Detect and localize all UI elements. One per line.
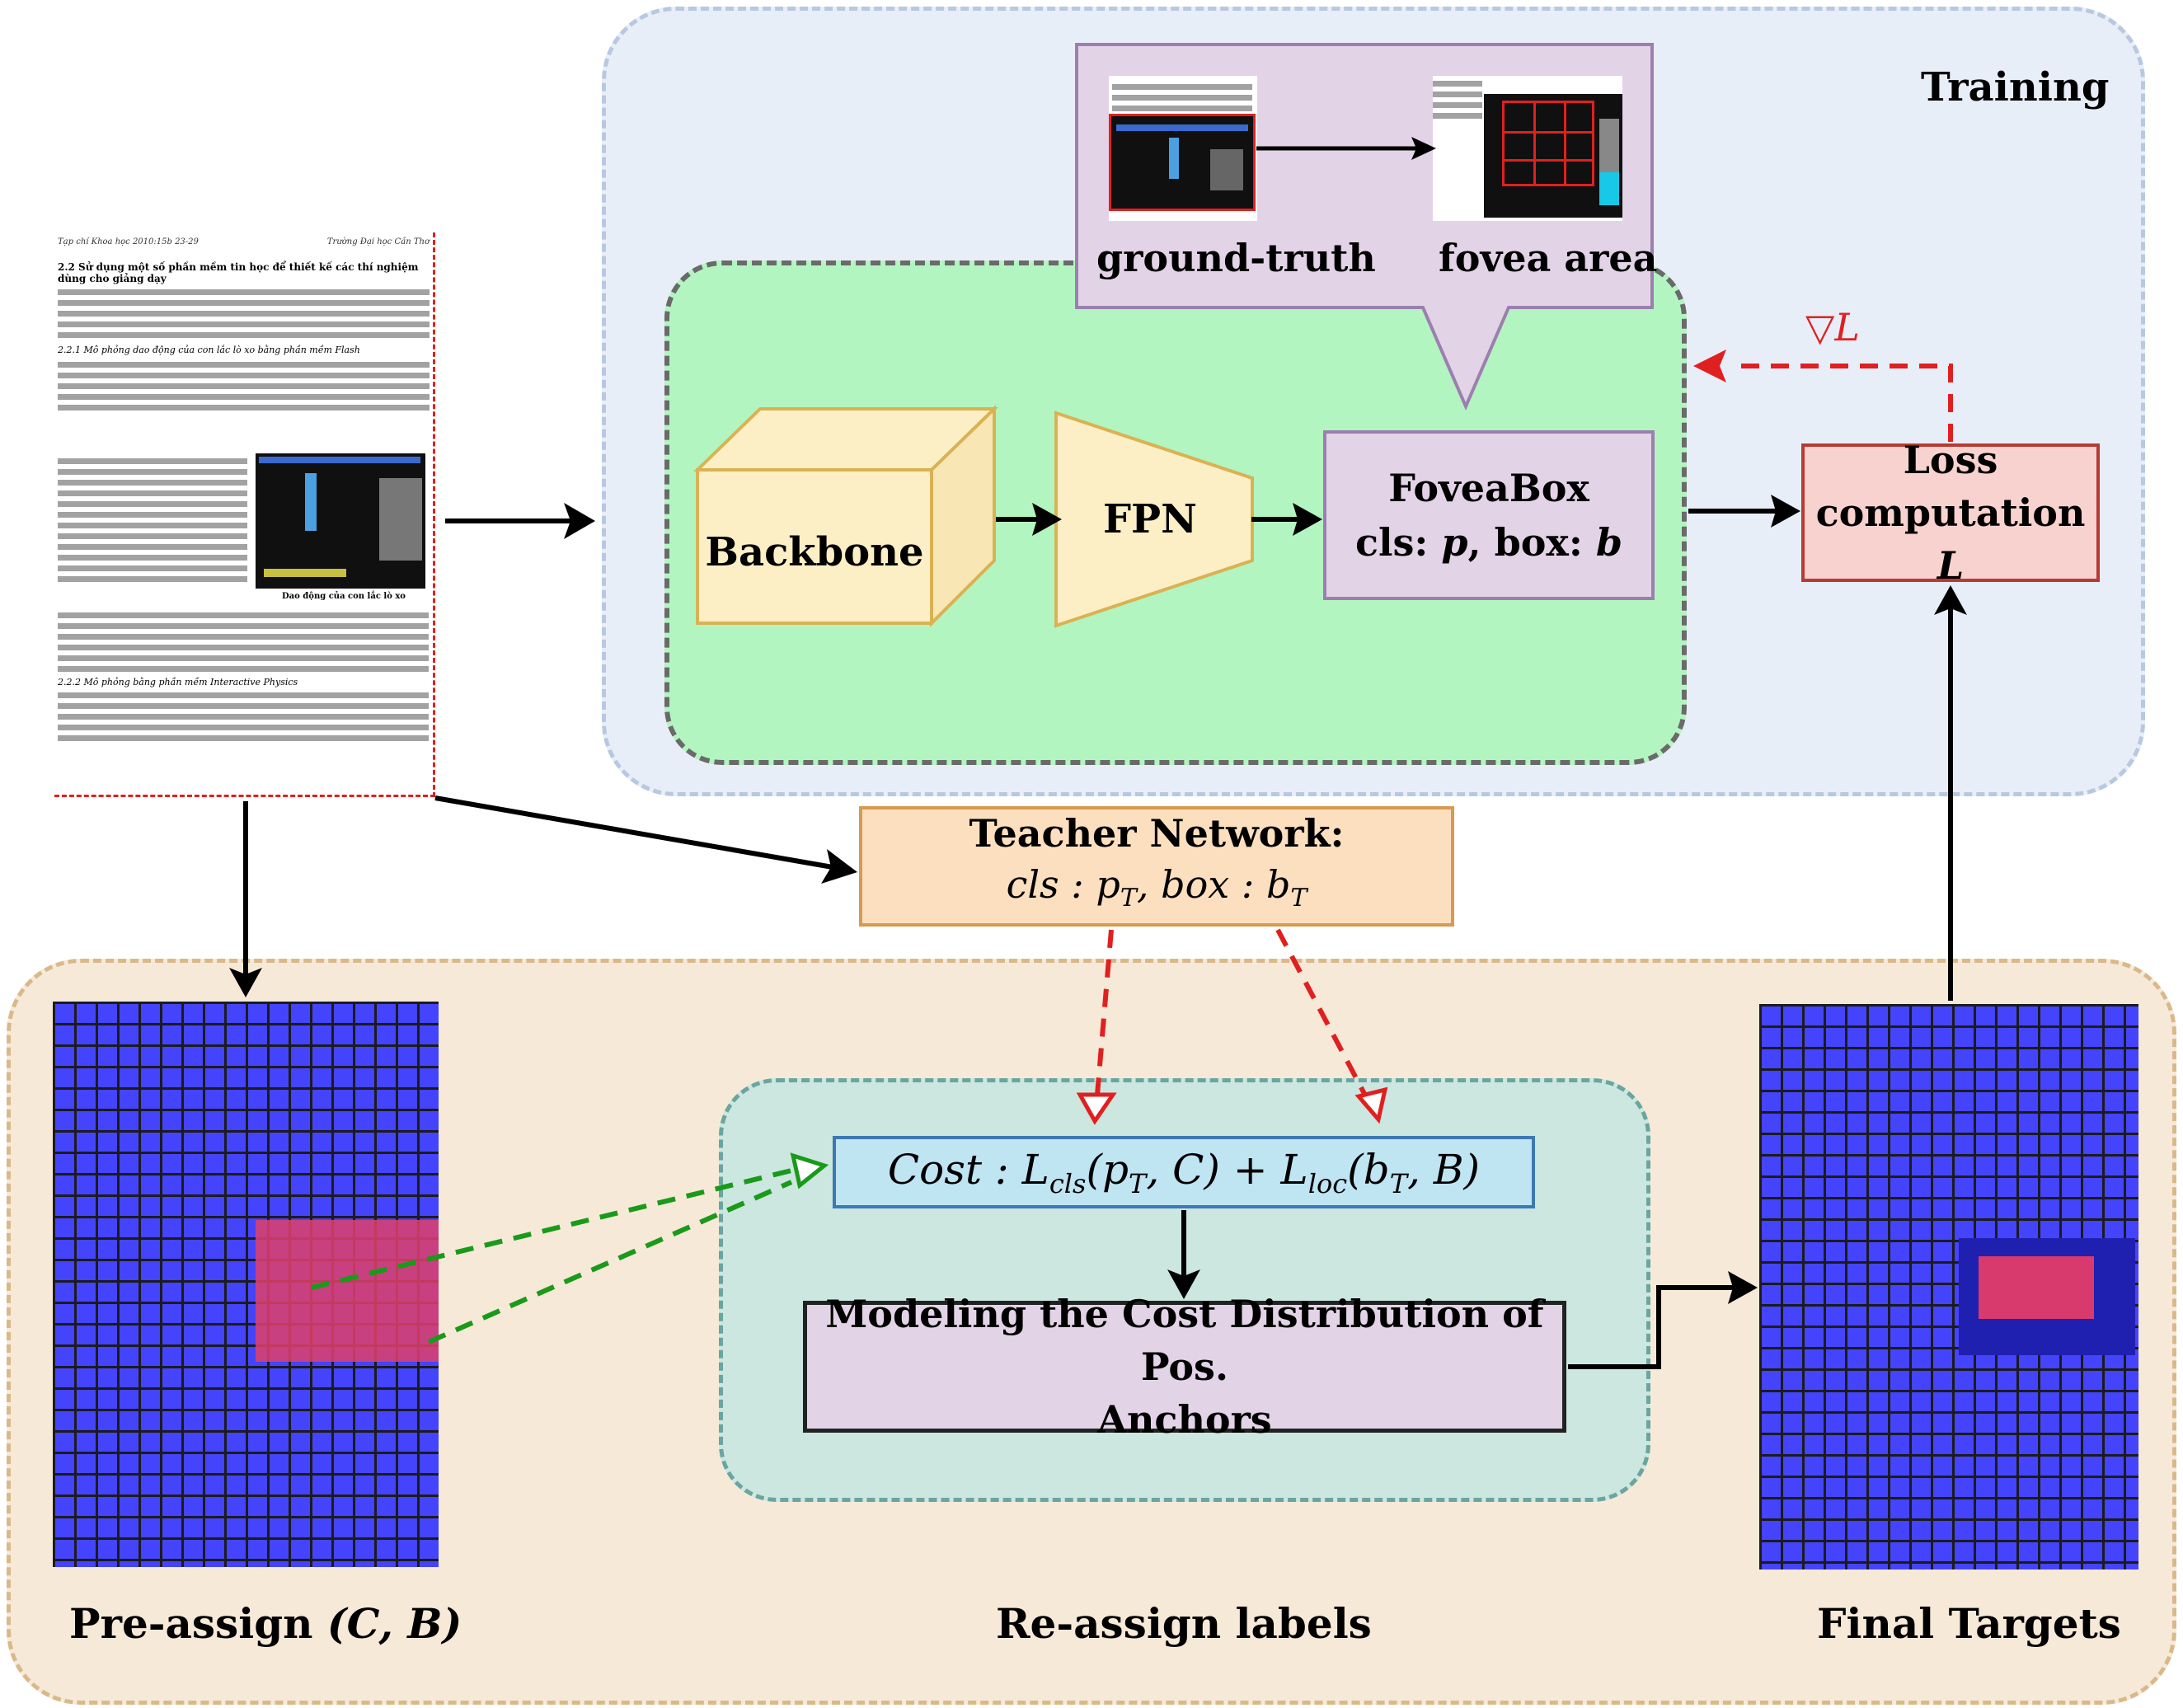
teacher-network-node: Teacher Network: cls : pT, box : bT	[859, 806, 1454, 927]
modeling-line1: Modeling the Cost Distribution of Pos.	[825, 1292, 1544, 1389]
arrow-gradient-feedback	[1730, 364, 1953, 442]
final-targets-anchor-grid	[1759, 1004, 2138, 1570]
backbone-cube	[693, 405, 998, 627]
preassign-anchor-grid	[53, 1002, 439, 1567]
preassign-positive-region	[256, 1220, 439, 1362]
modeling-node: Modeling the Cost Distribution of Pos. A…	[803, 1292, 1566, 1442]
arrow-teacher-to-cost-right	[1275, 928, 1373, 1106]
arrow-teacher-to-cost-left	[1094, 929, 1114, 1105]
arrow-preassign-to-cost-2	[427, 1180, 793, 1344]
gradient-label: ▽L	[1805, 305, 1860, 350]
modeling-line2: Anchors	[1097, 1397, 1272, 1442]
foveabox-p: p	[1441, 520, 1468, 565]
input-document: Tạp chí Khoa học 2010:15b 23-29 Trường Đ…	[54, 232, 435, 797]
doc-header-right: Trường Đại học Cần Thơ	[326, 237, 430, 246]
loss-computation-node: Loss computation L	[1801, 438, 2100, 588]
fovea-area-label: fovea area	[1439, 236, 1658, 280]
cost-formula-node: Cost : Lcls(pT, C) + Lloc(bT, B)	[833, 1136, 1535, 1208]
doc-subsection-2: 2.2.2 Mô phỏng bằng phần mềm Interactive…	[58, 677, 298, 687]
ground-truth-to-fovea-arrow	[1256, 137, 1436, 160]
foveabox-node: FoveaBox cls: p, box: b	[1323, 430, 1655, 600]
loss-L: L	[1937, 543, 1965, 588]
foveabox-outputs: cls: p, box: b	[1355, 515, 1622, 570]
training-label: Training	[1921, 64, 2110, 110]
fpn-label: FPN	[1102, 496, 1198, 542]
fovea-area-thumbnail	[1433, 76, 1622, 221]
foveabox-b: b	[1595, 520, 1623, 565]
loss-line2: computation L	[1815, 490, 2086, 588]
foveabox-cls: cls:	[1354, 520, 1442, 565]
doc-header-left: Tạp chí Khoa học 2010:15b 23-29	[58, 237, 199, 246]
preassign-label: Pre-assign (C, B)	[69, 1599, 462, 1648]
ground-truth-thumbnail	[1109, 76, 1257, 221]
teacher-formula: cls : pT, box : bT	[1006, 862, 1307, 913]
doc-figure	[256, 453, 425, 589]
foveabox-box: , box:	[1467, 520, 1596, 565]
reassign-label: Re-assign labels	[996, 1599, 1372, 1648]
teacher-title: Teacher Network:	[969, 811, 1345, 856]
arrow-modeling-to-final	[1568, 1285, 1735, 1369]
doc-subsection-1: 2.2.1 Mô phỏng dao động của con lắc lò x…	[58, 345, 360, 355]
final-targets-label: Final Targets	[1817, 1599, 2121, 1648]
foveabox-title: FoveaBox	[1388, 466, 1589, 510]
doc-section-title: 2.2 Sử dụng một số phần mềm tin học để t…	[58, 261, 419, 284]
doc-figure-caption: Dao động của con lắc lò xo	[282, 592, 406, 601]
arrow-preassign-to-cost-1	[311, 1168, 792, 1290]
loss-line1: Loss	[1903, 438, 1998, 482]
fpn-trapezoid	[1054, 411, 1254, 628]
backbone-label: Backbone	[705, 529, 924, 575]
final-targets-positive-region	[1979, 1256, 2094, 1319]
ground-truth-label: ground-truth	[1096, 236, 1376, 280]
arrow-doc-to-teacher	[434, 795, 833, 870]
